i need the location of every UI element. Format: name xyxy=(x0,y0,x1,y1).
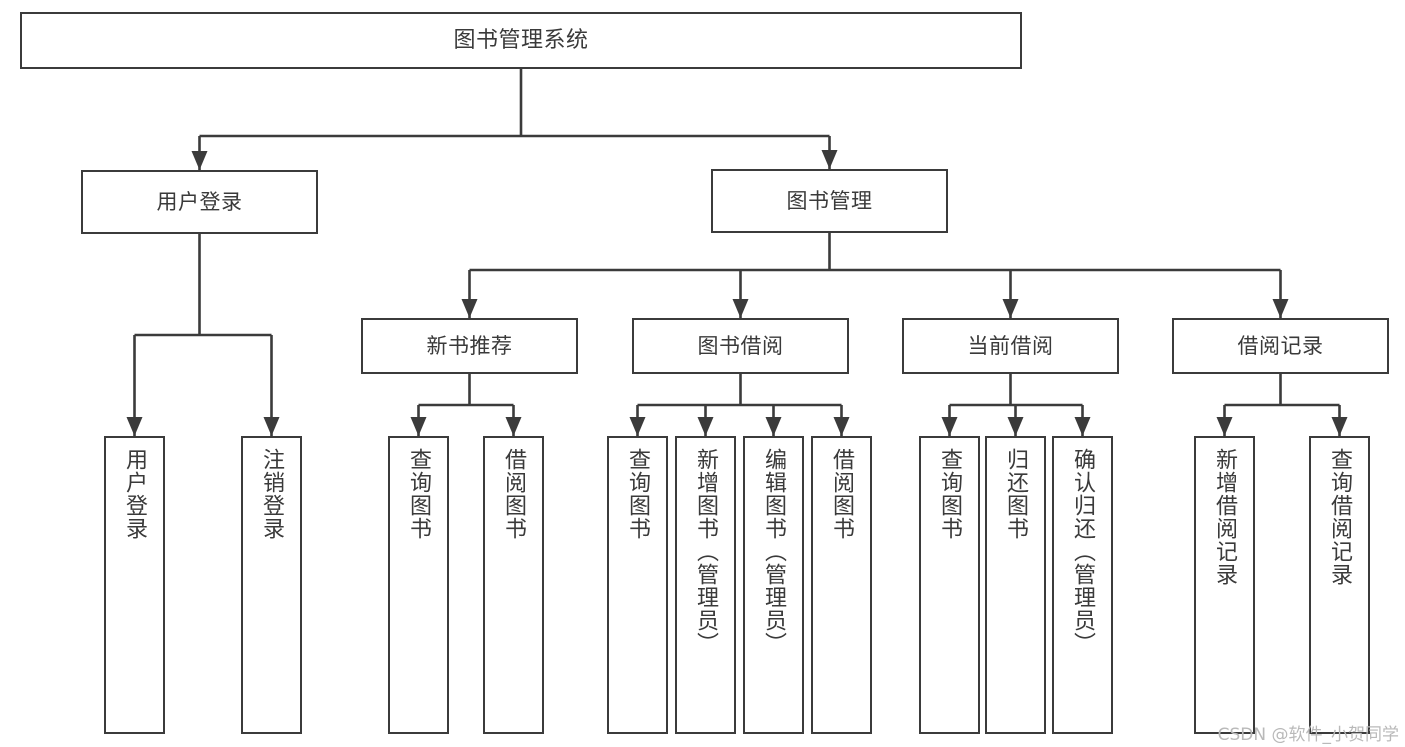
arrow-head-book-borrow xyxy=(833,417,850,436)
node-label-leaf-query-book-3: 查询图书 xyxy=(937,448,963,540)
arrow-head-current-borrow xyxy=(941,417,958,436)
node-user-login[interactable]: 用户登录 xyxy=(81,170,318,234)
node-borrow-record[interactable]: 借阅记录 xyxy=(1172,318,1389,374)
node-leaf-query-book-3[interactable]: 查询图书 xyxy=(919,436,980,734)
node-label-leaf-query-book-2: 查询图书 xyxy=(625,448,651,540)
node-root[interactable]: 图书管理系统 xyxy=(20,12,1022,69)
node-new-book-recommend[interactable]: 新书推荐 xyxy=(361,318,578,374)
node-label-leaf-return-book: 归还图书 xyxy=(1003,448,1029,540)
node-label-leaf-confirm-return: 确认归还（管理员） xyxy=(1070,448,1096,655)
arrow-head-user-login xyxy=(126,417,143,436)
node-leaf-borrow-book-2[interactable]: 借阅图书 xyxy=(811,436,872,734)
node-book-manage[interactable]: 图书管理 xyxy=(711,169,948,233)
node-leaf-confirm-return[interactable]: 确认归还（管理员） xyxy=(1052,436,1113,734)
arrow-head-book-manage xyxy=(1272,299,1289,318)
node-label-book-borrow: 图书借阅 xyxy=(697,333,784,358)
node-label-leaf-query-book-1: 查询图书 xyxy=(406,448,432,540)
node-label-user-login: 用户登录 xyxy=(156,189,243,214)
arrow-head-current-borrow xyxy=(1074,417,1091,436)
node-label-root: 图书管理系统 xyxy=(453,27,589,53)
arrow-head-current-borrow xyxy=(1007,417,1024,436)
node-leaf-add-book[interactable]: 新增图书（管理员） xyxy=(675,436,736,734)
arrow-head-book-borrow xyxy=(765,417,782,436)
node-leaf-query-record[interactable]: 查询借阅记录 xyxy=(1309,436,1370,734)
node-label-borrow-record: 借阅记录 xyxy=(1237,333,1324,358)
node-leaf-edit-book[interactable]: 编辑图书（管理员） xyxy=(743,436,804,734)
arrow-head-book-manage xyxy=(1002,299,1019,318)
node-label-new-book-recommend: 新书推荐 xyxy=(426,333,513,358)
node-current-borrow[interactable]: 当前借阅 xyxy=(902,318,1119,374)
arrow-head-borrow-record xyxy=(1216,417,1233,436)
arrow-head-borrow-record xyxy=(1331,417,1348,436)
node-leaf-query-book-1[interactable]: 查询图书 xyxy=(388,436,449,734)
node-leaf-user-logout[interactable]: 注销登录 xyxy=(241,436,302,734)
node-label-leaf-user-login: 用户登录 xyxy=(122,448,148,540)
node-label-leaf-user-logout: 注销登录 xyxy=(259,448,285,540)
node-label-book-manage: 图书管理 xyxy=(786,188,873,213)
node-leaf-user-login[interactable]: 用户登录 xyxy=(104,436,165,734)
node-label-leaf-borrow-book-2: 借阅图书 xyxy=(829,448,855,540)
arrow-head-user-login xyxy=(263,417,280,436)
arrow-head-book-manage xyxy=(461,299,478,318)
node-leaf-query-book-2[interactable]: 查询图书 xyxy=(607,436,668,734)
node-label-leaf-query-record: 查询借阅记录 xyxy=(1327,448,1353,586)
node-book-borrow[interactable]: 图书借阅 xyxy=(632,318,849,374)
arrow-head-root xyxy=(821,150,838,169)
node-label-leaf-add-book: 新增图书（管理员） xyxy=(693,448,719,655)
node-leaf-return-book[interactable]: 归还图书 xyxy=(985,436,1046,734)
arrow-head-book-borrow xyxy=(629,417,646,436)
arrow-head-book-borrow xyxy=(697,417,714,436)
node-label-leaf-borrow-book-1: 借阅图书 xyxy=(501,448,527,540)
node-leaf-add-record[interactable]: 新增借阅记录 xyxy=(1194,436,1255,734)
watermark-text: CSDN @软件_小贺同学 xyxy=(1217,725,1399,745)
node-label-current-borrow: 当前借阅 xyxy=(967,333,1054,358)
arrow-head-book-manage xyxy=(732,299,749,318)
node-label-leaf-edit-book: 编辑图书（管理员） xyxy=(761,448,787,655)
node-label-leaf-add-record: 新增借阅记录 xyxy=(1212,448,1238,586)
arrow-head-new-book-recommend xyxy=(410,417,427,436)
arrow-head-root xyxy=(191,151,208,170)
node-leaf-borrow-book-1[interactable]: 借阅图书 xyxy=(483,436,544,734)
arrow-head-new-book-recommend xyxy=(505,417,522,436)
